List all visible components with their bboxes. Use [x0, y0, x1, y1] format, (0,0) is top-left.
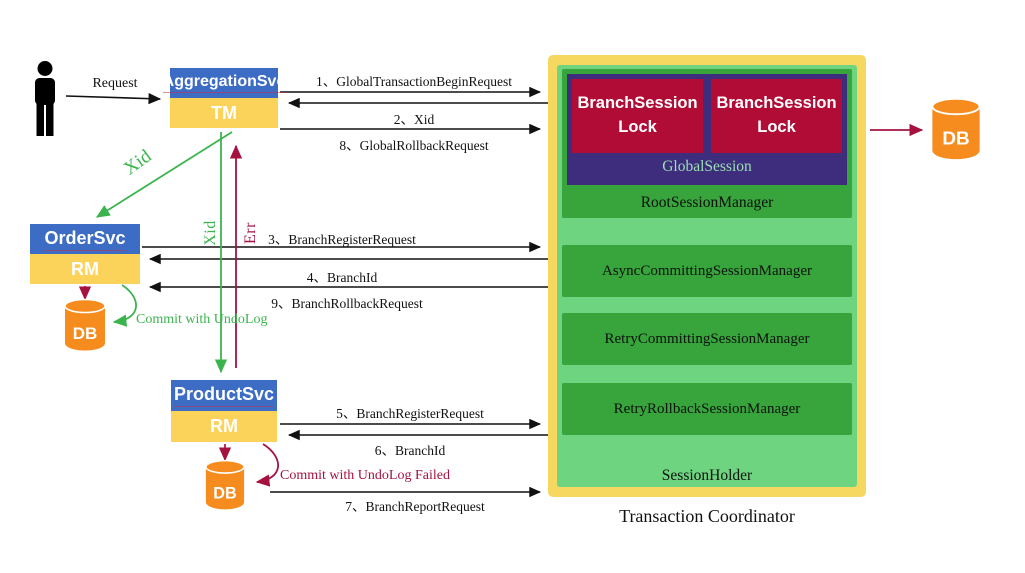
- person-icon: [35, 61, 55, 136]
- order-rm-label: RM: [30, 254, 140, 284]
- branch-session-lock-box: BranchSession Lock: [711, 79, 842, 153]
- order-svc-header: OrderSvc: [30, 224, 140, 254]
- user-actor: [30, 60, 60, 143]
- transaction-coordinator-box: BranchSession Lock BranchSession Lock Gl…: [548, 55, 866, 497]
- branch-session-lock-label: BranchSession Lock: [716, 94, 837, 136]
- msg8-label: 8、GlobalRollbackRequest: [339, 138, 489, 153]
- product-svc-box: ProductSvc RM: [171, 380, 277, 442]
- aggregation-svc-label: AggregationSvc: [162, 73, 286, 93]
- msg5-label: 5、BranchRegisterRequest: [336, 406, 484, 421]
- global-session-label: GlobalSession: [662, 158, 752, 175]
- product-svc-label: ProductSvc: [173, 384, 275, 407]
- order-db: DB: [63, 298, 107, 352]
- msg4-label: 4、BranchId: [306, 270, 378, 285]
- aggregation-svc-header: AggregationSvc: [162, 68, 286, 98]
- err-vertical-label: Err: [242, 222, 259, 244]
- global-session-box: BranchSession Lock BranchSession Lock Gl…: [567, 74, 847, 185]
- request-arrow: [65, 93, 162, 105]
- database-icon: DB: [64, 298, 106, 351]
- msg6-label: 6、BranchId: [374, 443, 446, 458]
- product-rm-label: RM: [171, 411, 277, 442]
- order-svc-box: OrderSvc RM: [30, 224, 140, 284]
- session-holder-box: BranchSession Lock BranchSession Lock Gl…: [557, 65, 857, 487]
- msg9-label: 9、BranchRollbackRequest: [271, 296, 423, 311]
- coordinator-db-label: DB: [942, 128, 969, 149]
- msg7-label: 7、BranchReportRequest: [345, 499, 485, 514]
- aggregation-tm-label: TM: [170, 98, 278, 128]
- msg1-label: 1、GlobalTransactionBeginRequest: [316, 74, 512, 89]
- order-svc-label: OrderSvc: [44, 228, 126, 251]
- msg2-label: 2、Xid: [393, 112, 435, 127]
- product-db-label: DB: [213, 484, 236, 502]
- coordinator-db: DB: [930, 97, 982, 161]
- session-holder-label: SessionHolder: [661, 467, 753, 484]
- branch-session-lock-label: BranchSession Lock: [577, 94, 698, 136]
- commit-undolog-failed-label: Commit with UndoLog Failed: [280, 468, 450, 483]
- async-committing-session-manager-box: AsyncCommittingSessionManager: [562, 245, 852, 297]
- root-session-manager-label: RootSessionManager: [640, 194, 774, 211]
- commit-undolog-failed-curve: [255, 443, 280, 487]
- msg3-label: 3、BranchRegisterRequest: [268, 232, 416, 247]
- root-session-manager-box: BranchSession Lock BranchSession Lock Gl…: [562, 69, 852, 218]
- product-svc-header: ProductSvc: [171, 380, 277, 411]
- order-db-label: DB: [73, 324, 98, 343]
- retry-rollback-session-manager-box: RetryRollbackSessionManager: [562, 383, 852, 435]
- xid-vertical-label: Xid: [202, 220, 219, 246]
- aggregation-svc-box: AggregationSvc TM: [162, 68, 286, 128]
- commit-undolog-curve: [112, 284, 137, 327]
- commit-undolog-label: Commit with UndoLog: [136, 312, 268, 327]
- retry-committing-session-manager-box: RetryCommittingSessionManager: [562, 313, 852, 365]
- branch-session-lock-box: BranchSession Lock: [572, 79, 703, 153]
- database-icon: DB: [205, 459, 245, 510]
- request-label: Request: [92, 76, 138, 91]
- product-db: DB: [204, 458, 246, 512]
- xid-diagonal-arrow: [95, 131, 233, 218]
- database-icon: DB: [931, 97, 981, 160]
- transaction-coordinator-title: Transaction Coordinator: [619, 506, 795, 526]
